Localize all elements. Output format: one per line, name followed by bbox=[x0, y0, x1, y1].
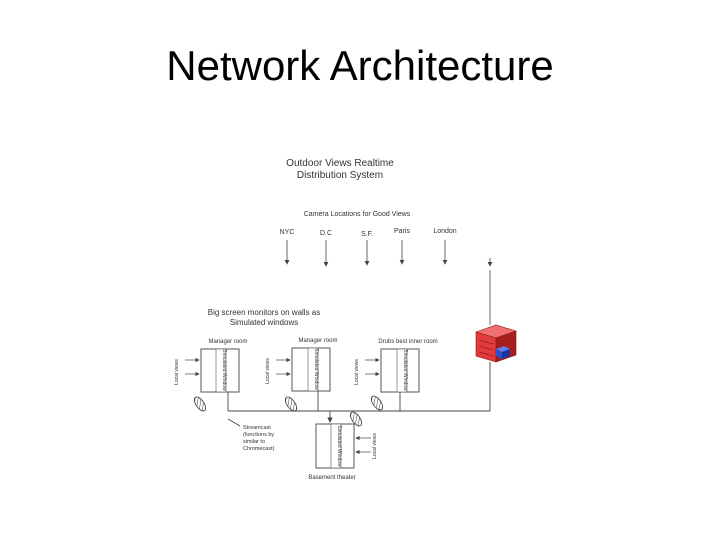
streamcast-icon bbox=[284, 396, 298, 412]
local-views-label-2: Local views bbox=[265, 358, 271, 384]
camera-label-nyc: NYC bbox=[280, 229, 295, 236]
local-views-label-basement: Local views bbox=[372, 433, 378, 459]
slide-title: Network Architecture bbox=[166, 42, 554, 89]
camera-feed-arrows bbox=[284, 240, 493, 325]
streamcast-icon bbox=[370, 395, 384, 411]
streamcast-note-line4: Chromecast) bbox=[243, 446, 275, 452]
monitors-heading-line2: Simulated windows bbox=[230, 318, 298, 327]
monitor-room-3: Simulated Window bbox=[380, 348, 420, 393]
room-label-2: Manager room bbox=[298, 338, 337, 344]
camera-label-london: London bbox=[433, 228, 456, 235]
screen-label-1: Simulated Window bbox=[221, 349, 227, 391]
camera-label-paris: Paris bbox=[394, 228, 410, 235]
monitor-room-1: Simulated Window bbox=[200, 348, 240, 393]
local-view-arrows bbox=[185, 357, 380, 455]
screen-label-3: Simulated Window bbox=[402, 349, 408, 391]
room-label-3: Drubs best inner room bbox=[378, 339, 437, 345]
screen-label-basement: Simulated Window bbox=[336, 425, 342, 467]
streamcast-devices bbox=[193, 395, 384, 427]
monitor-basement: Simulated Window bbox=[315, 423, 355, 469]
camera-heading: Camera Locations for Good Views bbox=[304, 211, 411, 218]
streamcast-note-line3: similar to bbox=[243, 439, 265, 445]
streamcast-icon bbox=[193, 396, 207, 412]
streamcast-note-line1: Streamcast bbox=[243, 425, 271, 431]
basement-label: Basement theater bbox=[308, 475, 355, 481]
room-label-1: Manager room bbox=[208, 339, 247, 345]
local-views-label-1: Local views bbox=[174, 359, 180, 385]
server-icon bbox=[475, 324, 517, 363]
screen-label-2: Simulated Window bbox=[313, 348, 319, 390]
local-views-label-3: Local views bbox=[354, 359, 360, 385]
system-title-line1: Outdoor Views Realtime bbox=[286, 158, 394, 169]
monitor-room-2: Simulated Window bbox=[291, 347, 331, 392]
monitors-heading-line1: Big screen monitors on walls as bbox=[208, 308, 321, 317]
streamcast-icon bbox=[349, 411, 363, 427]
camera-label-dc: D.C bbox=[320, 230, 332, 237]
streamcast-note-line2: (functions by bbox=[243, 432, 274, 438]
system-title-line2: Distribution System bbox=[297, 170, 383, 181]
camera-label-sf: S.F. bbox=[361, 231, 373, 238]
network-bus bbox=[227, 362, 491, 427]
